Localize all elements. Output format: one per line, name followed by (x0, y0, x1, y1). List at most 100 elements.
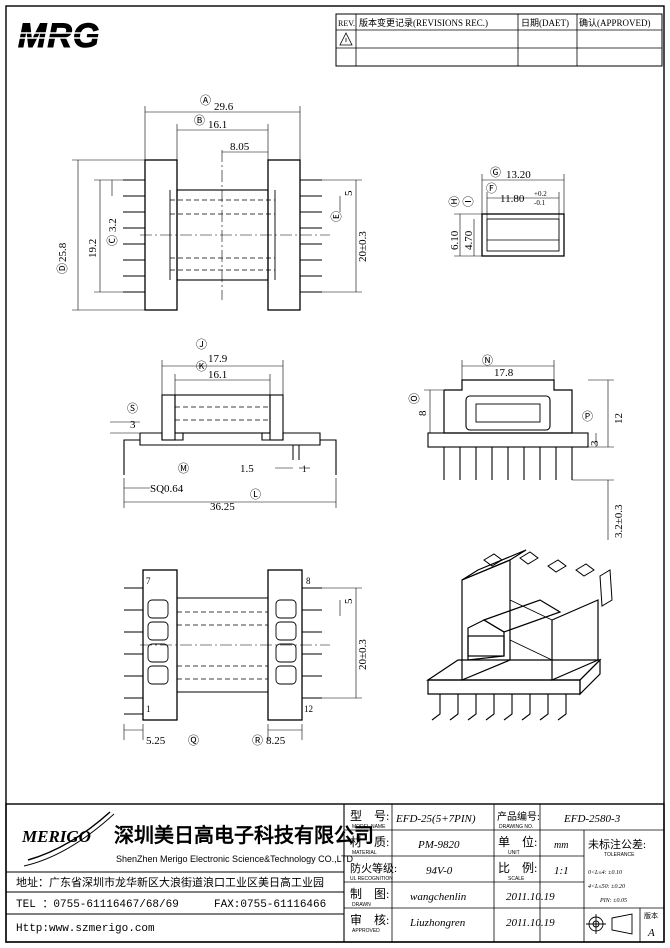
dim-p-marker: Ⓟ (582, 410, 593, 423)
front-view (72, 106, 362, 311)
rev-label: REV. (338, 19, 355, 28)
material-sub: MATERIAL (352, 850, 377, 856)
date-header: 日期(DAET) (521, 18, 569, 28)
dim-k-marker: Ⓚ (196, 360, 207, 373)
dim-o-value: 8 (417, 410, 429, 416)
dim-d-value: 25.8 (57, 242, 69, 262)
title-block-text: MERIGO 深圳美日高电子科技有限公司 ShenZhen Merigo Ele… (16, 809, 658, 939)
approved-sub: APPROVED (352, 928, 380, 934)
flame-label: 防火等级: (350, 861, 397, 875)
unit-value: mm (554, 840, 568, 851)
dim-12-value: 12 (613, 413, 625, 424)
dim-b-marker: Ⓑ (194, 114, 205, 127)
drawing-value: EFD-2580-3 (563, 813, 621, 825)
isometric-view (426, 549, 613, 721)
dim-o-marker: Ⓞ (408, 393, 421, 404)
company-fax: FAX:0755-61116466 (214, 899, 326, 911)
dim-n-marker: Ⓝ (482, 354, 493, 367)
dim-m-marker: Ⓜ (178, 462, 189, 475)
dim-i-marker: Ⓘ (462, 196, 475, 207)
section-view (454, 174, 565, 257)
end-view (424, 360, 614, 540)
dim-n-value: 17.8 (494, 367, 514, 379)
revision-triangle-icon (339, 32, 353, 46)
dim-e-marker: Ⓔ (330, 211, 343, 222)
flame-value: 94V-0 (426, 865, 453, 877)
pin-1-label: 1 (146, 704, 151, 714)
dim-192-value: 19.2 (87, 239, 99, 258)
dim-bl-5-value: 5 (343, 598, 355, 604)
title-block (5, 803, 665, 943)
tolerance-line-3: PIN: ±0.05 (599, 898, 627, 904)
unit-sub: UNIT (508, 850, 520, 856)
dim-h-marker: Ⓗ (448, 196, 461, 207)
dim-r-value: 8.25 (266, 735, 286, 747)
approved-label: 审 核: (350, 912, 389, 927)
version-value: A (647, 927, 655, 939)
version-label: 版本 (644, 911, 658, 920)
dim-s-value: 3 (130, 419, 136, 431)
tolerance-line-2: 4<L≤50: ±0.20 (588, 883, 625, 890)
dim-i-value: 4.70 (463, 230, 475, 250)
company-tel: TEL ：0755-61116467/68/69 (16, 899, 179, 911)
approved-date: 2011.10.19 (506, 917, 555, 929)
mrg-logo: MRG (18, 17, 124, 56)
dim-m-value: SQ0.64 (150, 483, 184, 495)
dim-c-value: 3.2 (107, 218, 119, 232)
material-value: PM-9820 (417, 839, 460, 851)
dim-805-value: 8.05 (230, 141, 250, 153)
dim-l-value: 36.25 (210, 501, 235, 513)
model-label: 型 号: (350, 809, 389, 823)
approved-value: Liuzhongren (409, 917, 466, 929)
drawn-label: 制 图: (350, 887, 389, 901)
dim-f-value: 11.80 (500, 193, 525, 205)
dim-g-value: 13.20 (506, 169, 531, 181)
dim-j-value: 17.9 (208, 353, 228, 365)
company-logo-text: MERIGO (21, 827, 91, 846)
company-name-cn: 深圳美日高电子科技有限公司 (114, 823, 374, 847)
dim-p-value: 3 (589, 440, 601, 446)
model-value: EFD-25(5+7PIN) (395, 813, 476, 825)
top-view (123, 569, 362, 740)
dim-32-value: 3.2±0.3 (613, 504, 625, 538)
front-view-labels: Ⓐ 29.6 Ⓑ 16.1 8.05 25.8 Ⓓ 19.2 3.2 Ⓒ 5 Ⓔ… (56, 94, 369, 274)
dim-q-marker: Ⓠ (188, 734, 199, 747)
drawn-date: 2011.10.19 (506, 891, 555, 903)
pin-12-label: 12 (304, 704, 313, 714)
tolerance-label: 未标注公差: (588, 837, 646, 851)
logo-text: MRG (18, 17, 100, 55)
projection-symbol-icon (586, 913, 633, 935)
drawn-sub: DRAWN (352, 902, 371, 908)
dim-f-marker: Ⓕ (486, 182, 497, 195)
unit-label: 单 位: (498, 834, 537, 849)
drawn-value: wangchenlin (410, 891, 467, 903)
side-view-labels: Ⓙ 17.9 Ⓚ 16.1 Ⓢ 3 Ⓜ SQ0.64 1.5 1 36.25 Ⓛ (127, 338, 307, 513)
dim-r-marker: Ⓡ (252, 734, 263, 747)
company-website: Http:www.szmerigo.com (16, 923, 155, 935)
section-view-labels: Ⓖ 13.20 Ⓕ 11.80 +0.2 -0.1 Ⓗ 6.10 Ⓘ 4.70 (448, 166, 547, 250)
dim-c-marker: Ⓒ (106, 235, 119, 246)
dim-f-tol-up: +0.2 (534, 190, 547, 198)
dim-b-value: 16.1 (208, 119, 227, 131)
side-view (110, 360, 337, 508)
dim-5-value: 5 (343, 190, 355, 196)
dim-j-marker: Ⓙ (196, 338, 207, 351)
dim-a-value: 29.6 (214, 101, 234, 113)
model-sub: MODEL NAME (352, 824, 386, 830)
revision-block: REV. 版本变更记录(REVISIONS REC.) 日期(DAET) 确认(… (335, 13, 663, 67)
dim-d-marker: Ⓓ (56, 263, 69, 274)
dim-g-marker: Ⓖ (490, 166, 501, 179)
dim-h-value: 6.10 (449, 230, 461, 250)
change-record-header: 版本变更记录(REVISIONS REC.) (359, 17, 488, 28)
pin-7-label: 7 (146, 576, 151, 586)
dim-q-value: 5.25 (146, 735, 166, 747)
tolerance-sub: TOLERANCE (604, 852, 635, 858)
top-view-labels: 7 8 1 12 5 20±0.3 5.25 Ⓠ Ⓡ 8.25 (146, 576, 369, 747)
flame-sub: UL RECOGNITION (350, 876, 393, 882)
end-view-labels: Ⓝ 17.8 Ⓞ 8 Ⓟ 3 12 3.2±0.3 (408, 354, 625, 538)
dim-1-value: 1 (302, 464, 307, 474)
dim-15-value: 1.5 (240, 463, 254, 475)
dim-k-value: 16.1 (208, 369, 227, 381)
drawing-label: 产品编号: (497, 810, 540, 823)
